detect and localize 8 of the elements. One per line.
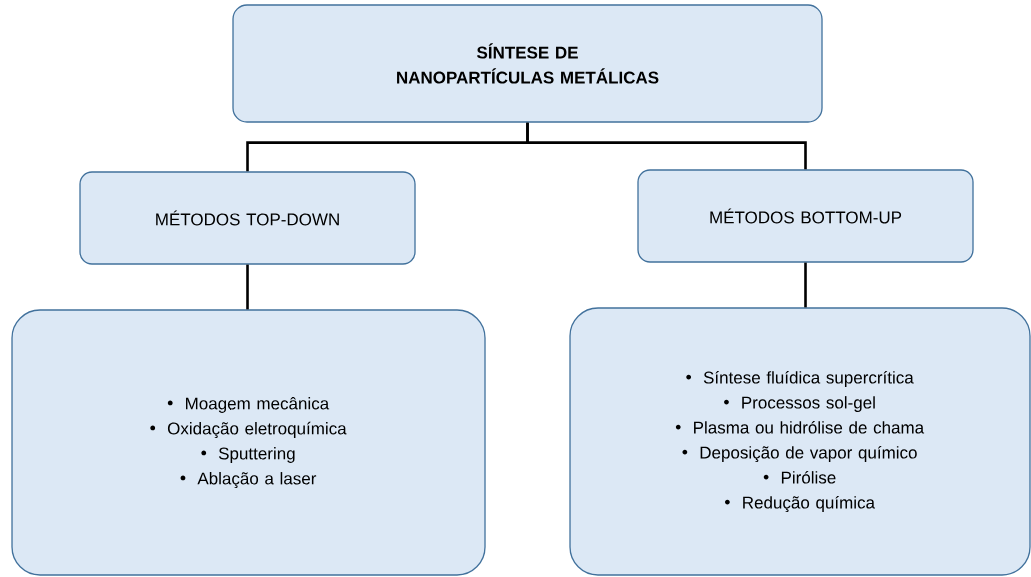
method-list-box: Síntese fluídica supercrítica Processos sol-gel Plasma ou hidrólise de chama Deposição de vapor químico Pirólise Redução química (569, 307, 1031, 576)
connector-line (804, 262, 807, 308)
category-box: MÉTODOS TOP-DOWN (79, 171, 416, 265)
connector-line (526, 122, 807, 170)
category-box: MÉTODOS BOTTOM-UP (637, 169, 974, 263)
title-box: SÍNTESE DE NANOPARTÍCULAS METÁLICAS (232, 4, 823, 123)
method-list-box: Moagem mecânica Oxidação eletroquímica Sputtering Ablação a laser (11, 309, 486, 576)
connector-line (246, 264, 249, 310)
